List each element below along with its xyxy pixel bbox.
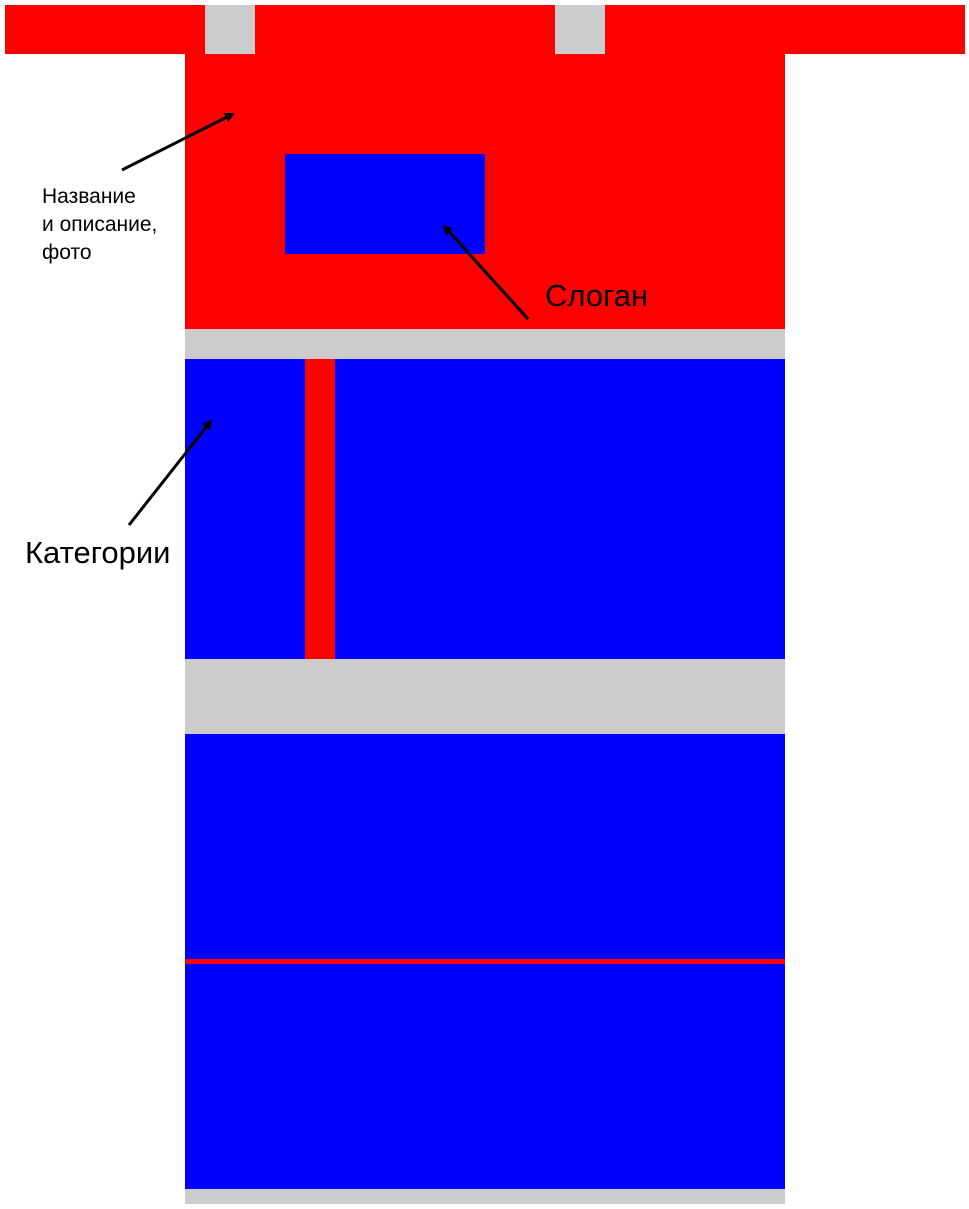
name-label-line-1: Название — [42, 185, 136, 208]
separator-strip-2 — [185, 659, 785, 734]
categories-label: Категории — [25, 535, 171, 570]
content-block-lower — [185, 964, 785, 1189]
name-label-line-2: и описание, — [42, 213, 158, 236]
name-label-line-3: фото — [42, 241, 92, 264]
header-nav-tab-1 — [205, 5, 255, 54]
footer-strip — [185, 1189, 785, 1204]
categories-divider-column — [305, 359, 335, 659]
header-nav-tab-2 — [555, 5, 605, 54]
categories-arrow — [127, 419, 213, 526]
categories-section — [185, 359, 785, 659]
name-description-photo-label: Название и описание, фото — [42, 183, 157, 267]
name-description-arrow — [121, 112, 235, 172]
slogan-box — [285, 154, 485, 254]
slogan-arrow — [442, 224, 530, 321]
content-divider-line — [185, 959, 785, 964]
separator-strip-1 — [185, 329, 785, 359]
slogan-label: Слоган — [545, 278, 649, 313]
content-block-upper — [185, 734, 785, 959]
top-header-bar — [5, 5, 965, 54]
